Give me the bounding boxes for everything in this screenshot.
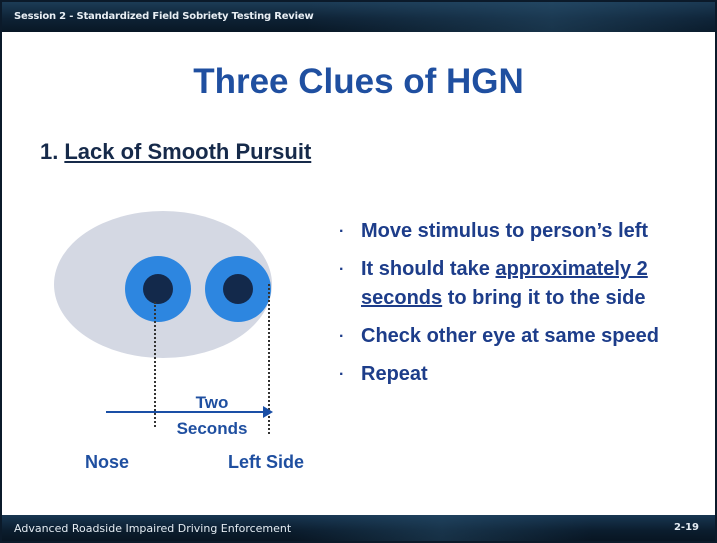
left-pupil — [223, 274, 253, 304]
course-title: Advanced Roadside Impaired Driving Enfor… — [14, 522, 292, 535]
bullet-underlined-duration: approximately 2 — [495, 258, 648, 280]
direction-arrow-line — [106, 411, 266, 413]
bullet-text-post: to bring it to the side — [442, 287, 646, 309]
list-item: · It should take approximately 2 seconds… — [335, 255, 710, 313]
bullet-dot: · — [339, 223, 345, 240]
bullet-underlined-seconds: seconds — [361, 287, 443, 309]
page-number: 2-19 — [673, 522, 699, 533]
clue-heading: 1.Lack of Smooth Pursuit — [40, 139, 311, 165]
list-item: · Check other eye at same speed — [335, 322, 710, 351]
left-eye-icon — [205, 256, 271, 322]
header-accent — [307, 2, 715, 32]
bullet-text: Check other eye at same speed — [361, 325, 659, 347]
seconds-label: Seconds — [176, 419, 248, 438]
left-side-label: Left Side — [228, 452, 305, 472]
clue-number: 1. — [40, 139, 59, 164]
clue-name: Lack of Smooth Pursuit — [64, 139, 312, 164]
right-pupil — [143, 274, 173, 304]
left-side-guide-line — [268, 284, 270, 434]
session-label: Session 2 - Standardized Field Sobriety … — [14, 11, 314, 22]
list-item: · Move stimulus to person’s left — [335, 217, 710, 246]
header-bar: Session 2 - Standardized Field Sobriety … — [2, 2, 715, 32]
footer-accent — [292, 515, 592, 541]
nose-guide-line — [154, 302, 156, 427]
arrow-right-icon — [263, 406, 273, 418]
list-item: · Repeat — [335, 360, 710, 389]
footer-bar: Advanced Roadside Impaired Driving Enfor… — [2, 515, 715, 541]
bullet-dot: · — [339, 328, 345, 345]
bullet-text-pre: It should take — [361, 258, 496, 280]
instruction-list: · Move stimulus to person’s left · It sh… — [335, 217, 710, 398]
bullet-text: Repeat — [361, 363, 428, 385]
slide-title: Three Clues of HGN — [193, 62, 524, 101]
right-eye-icon — [125, 256, 191, 322]
two-label: Two — [195, 393, 229, 412]
bullet-dot: · — [339, 261, 345, 278]
bullet-dot: · — [339, 366, 345, 383]
bullet-text: Move stimulus to person’s left — [361, 220, 649, 242]
nose-label: Nose — [85, 452, 130, 472]
